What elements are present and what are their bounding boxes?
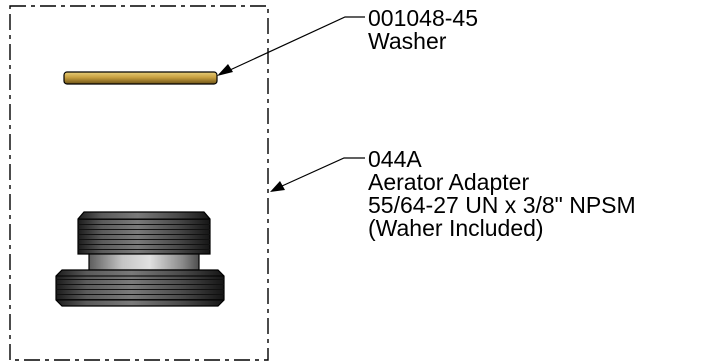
adapter-description: Aerator Adapter (368, 169, 530, 195)
aerator-adapter-part (55, 211, 225, 307)
adapter-callout: 044A Aerator Adapter 55/64-27 UN x 3/8" … (368, 148, 636, 240)
adapter-leader-line (270, 157, 365, 192)
washer-part (63, 71, 218, 85)
adapter-part-number: 044A (368, 146, 422, 172)
washer-part-number: 001048-45 (368, 5, 478, 31)
washer-callout: 001048-45 Washer (368, 7, 478, 53)
washer-leader-line (217, 16, 365, 76)
adapter-thread-spec: 55/64-27 UN x 3/8" NPSM (368, 192, 636, 218)
part-envelope-boundary (9, 5, 269, 361)
adapter-included-note: (Waher Included) (368, 215, 544, 241)
washer-description: Washer (368, 28, 447, 54)
